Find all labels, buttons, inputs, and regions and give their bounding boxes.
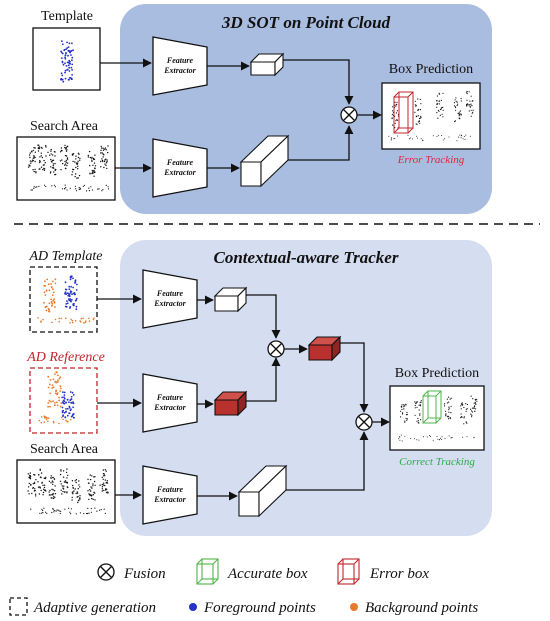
template-foreground-points xyxy=(60,40,74,83)
error-box-3d xyxy=(393,91,414,134)
feature-extractor-text-line1: Feature xyxy=(166,56,194,65)
feature-extractor-text-line1: Feature xyxy=(166,158,194,167)
feature-extractor-text-line1: Feature xyxy=(156,393,184,402)
legend-error-box-icon xyxy=(337,558,360,585)
ad-template-feature-cube xyxy=(213,286,248,313)
search-feature-cube xyxy=(239,134,290,188)
bottom-search-area-label: Search Area xyxy=(30,442,99,457)
feature-extractor-text-line2: Extractor xyxy=(153,403,186,412)
legend-foreground-points-label: Foreground points xyxy=(203,600,316,616)
legend-background-points-label: Background points xyxy=(365,600,478,616)
feature-extractor-trapezoid xyxy=(142,465,198,525)
error-tracking-text: Error Tracking xyxy=(397,154,465,166)
legend-adaptive-generation-icon xyxy=(9,597,28,616)
feature-extractor-trapezoid xyxy=(152,36,208,96)
bottom-flow-arrows xyxy=(97,294,390,501)
legend-fusion-icon xyxy=(97,563,115,581)
top-panel-title: 3D SOT on Point Cloud xyxy=(221,13,391,32)
correct-tracking-text: Correct Tracking xyxy=(399,456,475,468)
legend-accurate-box-label: Accurate box xyxy=(227,566,308,582)
ad-reference-feature-cube xyxy=(213,390,248,417)
bottom-panel-title: Contextual-aware Tracker xyxy=(214,248,399,267)
legend-foreground-dot-icon xyxy=(189,603,197,611)
template-label: Template xyxy=(41,9,93,24)
legend-background-dot-icon xyxy=(350,603,358,611)
template-box xyxy=(32,27,101,91)
bottom-fusion-symbol-2 xyxy=(355,413,373,431)
feature-extractor-trapezoid xyxy=(142,269,198,329)
feature-extractor-text-line1: Feature xyxy=(156,289,184,298)
top-prediction-points xyxy=(388,91,474,142)
ad-template-box xyxy=(29,266,98,333)
feature-extractor-text-line2: Extractor xyxy=(163,168,196,177)
bottom-search-area-points xyxy=(27,468,109,515)
top-box-prediction-label: Box Prediction xyxy=(389,62,473,77)
accurate-box-3d xyxy=(422,390,442,424)
bottom-prediction-points xyxy=(398,395,478,442)
top-panel xyxy=(120,4,492,214)
ad-reference-points xyxy=(38,371,75,425)
top-fusion-symbol xyxy=(340,106,358,124)
feature-extractor-text-line2: Extractor xyxy=(153,299,186,308)
bottom-fusion-symbol-1 xyxy=(267,340,285,358)
bottom-panel xyxy=(120,240,492,536)
top-flow-arrows xyxy=(100,58,382,173)
legend-fusion-label: Fusion xyxy=(123,566,166,582)
legend-accurate-box-icon xyxy=(196,558,219,585)
legend-error-box-label: Error box xyxy=(369,566,429,582)
legend-adaptive-generation-label: Adaptive generation xyxy=(33,600,156,616)
ad-template-label: AD Template xyxy=(29,249,103,264)
bottom-box-prediction-label: Box Prediction xyxy=(395,366,479,381)
feature-extractor-trapezoid xyxy=(152,138,208,198)
fused-feature-cube xyxy=(307,335,342,362)
feature-extractor-trapezoid xyxy=(142,373,198,433)
bottom-search-feature-cube xyxy=(237,464,288,518)
search-area-label: Search Area xyxy=(30,119,99,134)
feature-extractor-text-line1: Feature xyxy=(156,485,184,494)
template-feature-cube xyxy=(249,52,285,77)
bottom-search-area-box xyxy=(16,459,116,524)
feature-extractor-text-line2: Extractor xyxy=(153,495,186,504)
ad-template-points xyxy=(37,275,95,324)
search-area-points xyxy=(27,144,110,192)
ad-reference-label: AD Reference xyxy=(26,350,105,365)
feature-extractor-text-line2: Extractor xyxy=(163,66,196,75)
